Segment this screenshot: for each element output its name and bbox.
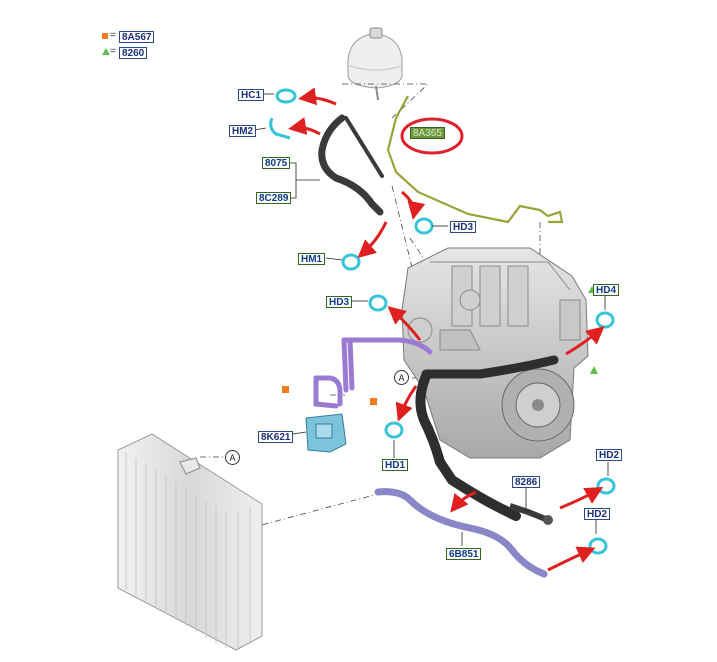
expansion-tank <box>347 27 403 101</box>
label-hd2-bottom: HD2 <box>584 508 611 520</box>
label-8075: 8075 <box>262 157 291 169</box>
heater-hoses <box>313 337 433 409</box>
label-hd4: HD4 <box>593 284 620 296</box>
label-hc1: HC1 <box>238 89 265 101</box>
green-marker-engine <box>590 366 598 374</box>
orange-square-icon <box>102 33 108 39</box>
label-8a365: 8A365 <box>410 127 445 139</box>
red-arrows <box>288 87 605 572</box>
hose-clamps <box>269 88 616 555</box>
label-hd2-top: HD2 <box>596 449 623 461</box>
label-hm2: HM2 <box>229 125 257 137</box>
clamp-hm1 <box>341 253 361 271</box>
label-hd1: HD1 <box>382 459 409 471</box>
connector-a-engine: A <box>394 370 409 385</box>
upper-hose <box>318 114 384 216</box>
coolant-pump <box>305 413 347 453</box>
label-hm1: HM1 <box>298 253 326 265</box>
green-triangle-icon <box>102 48 110 55</box>
radiator <box>117 433 263 651</box>
label-8c289: 8C289 <box>256 192 292 204</box>
label-hd3-upper: HD3 <box>450 221 477 233</box>
label-hd3-middle: HD3 <box>326 296 353 308</box>
legend-equals: = <box>110 30 116 41</box>
highlight-ellipse <box>400 117 464 155</box>
clamp-hd3-middle <box>368 294 388 312</box>
label-8286: 8286 <box>512 476 541 488</box>
legend-equals: = <box>110 46 116 57</box>
clamp-hd2-bottom <box>588 537 608 555</box>
clamp-hd4 <box>595 311 615 329</box>
clamp-hd2-top <box>596 477 616 495</box>
wire-harness <box>386 95 564 224</box>
connector-a-radiator: A <box>225 450 240 465</box>
lower-dark-hose <box>415 371 521 521</box>
label-6b851: 6B851 <box>446 548 482 560</box>
engine-block <box>401 247 589 459</box>
orange-marker-hose <box>370 398 377 405</box>
orange-marker-8k621 <box>282 386 289 393</box>
clamp-hm2 <box>269 117 291 140</box>
legend-code-orange: 8A567 <box>119 31 155 43</box>
label-8k621: 8K621 <box>258 431 294 443</box>
lower-radiator-hose <box>374 488 548 578</box>
clamp-hc1 <box>275 88 297 104</box>
clamp-hd3-upper <box>414 217 434 235</box>
legend-code-green: 8260 <box>119 47 148 59</box>
clamp-hd1 <box>384 421 404 439</box>
